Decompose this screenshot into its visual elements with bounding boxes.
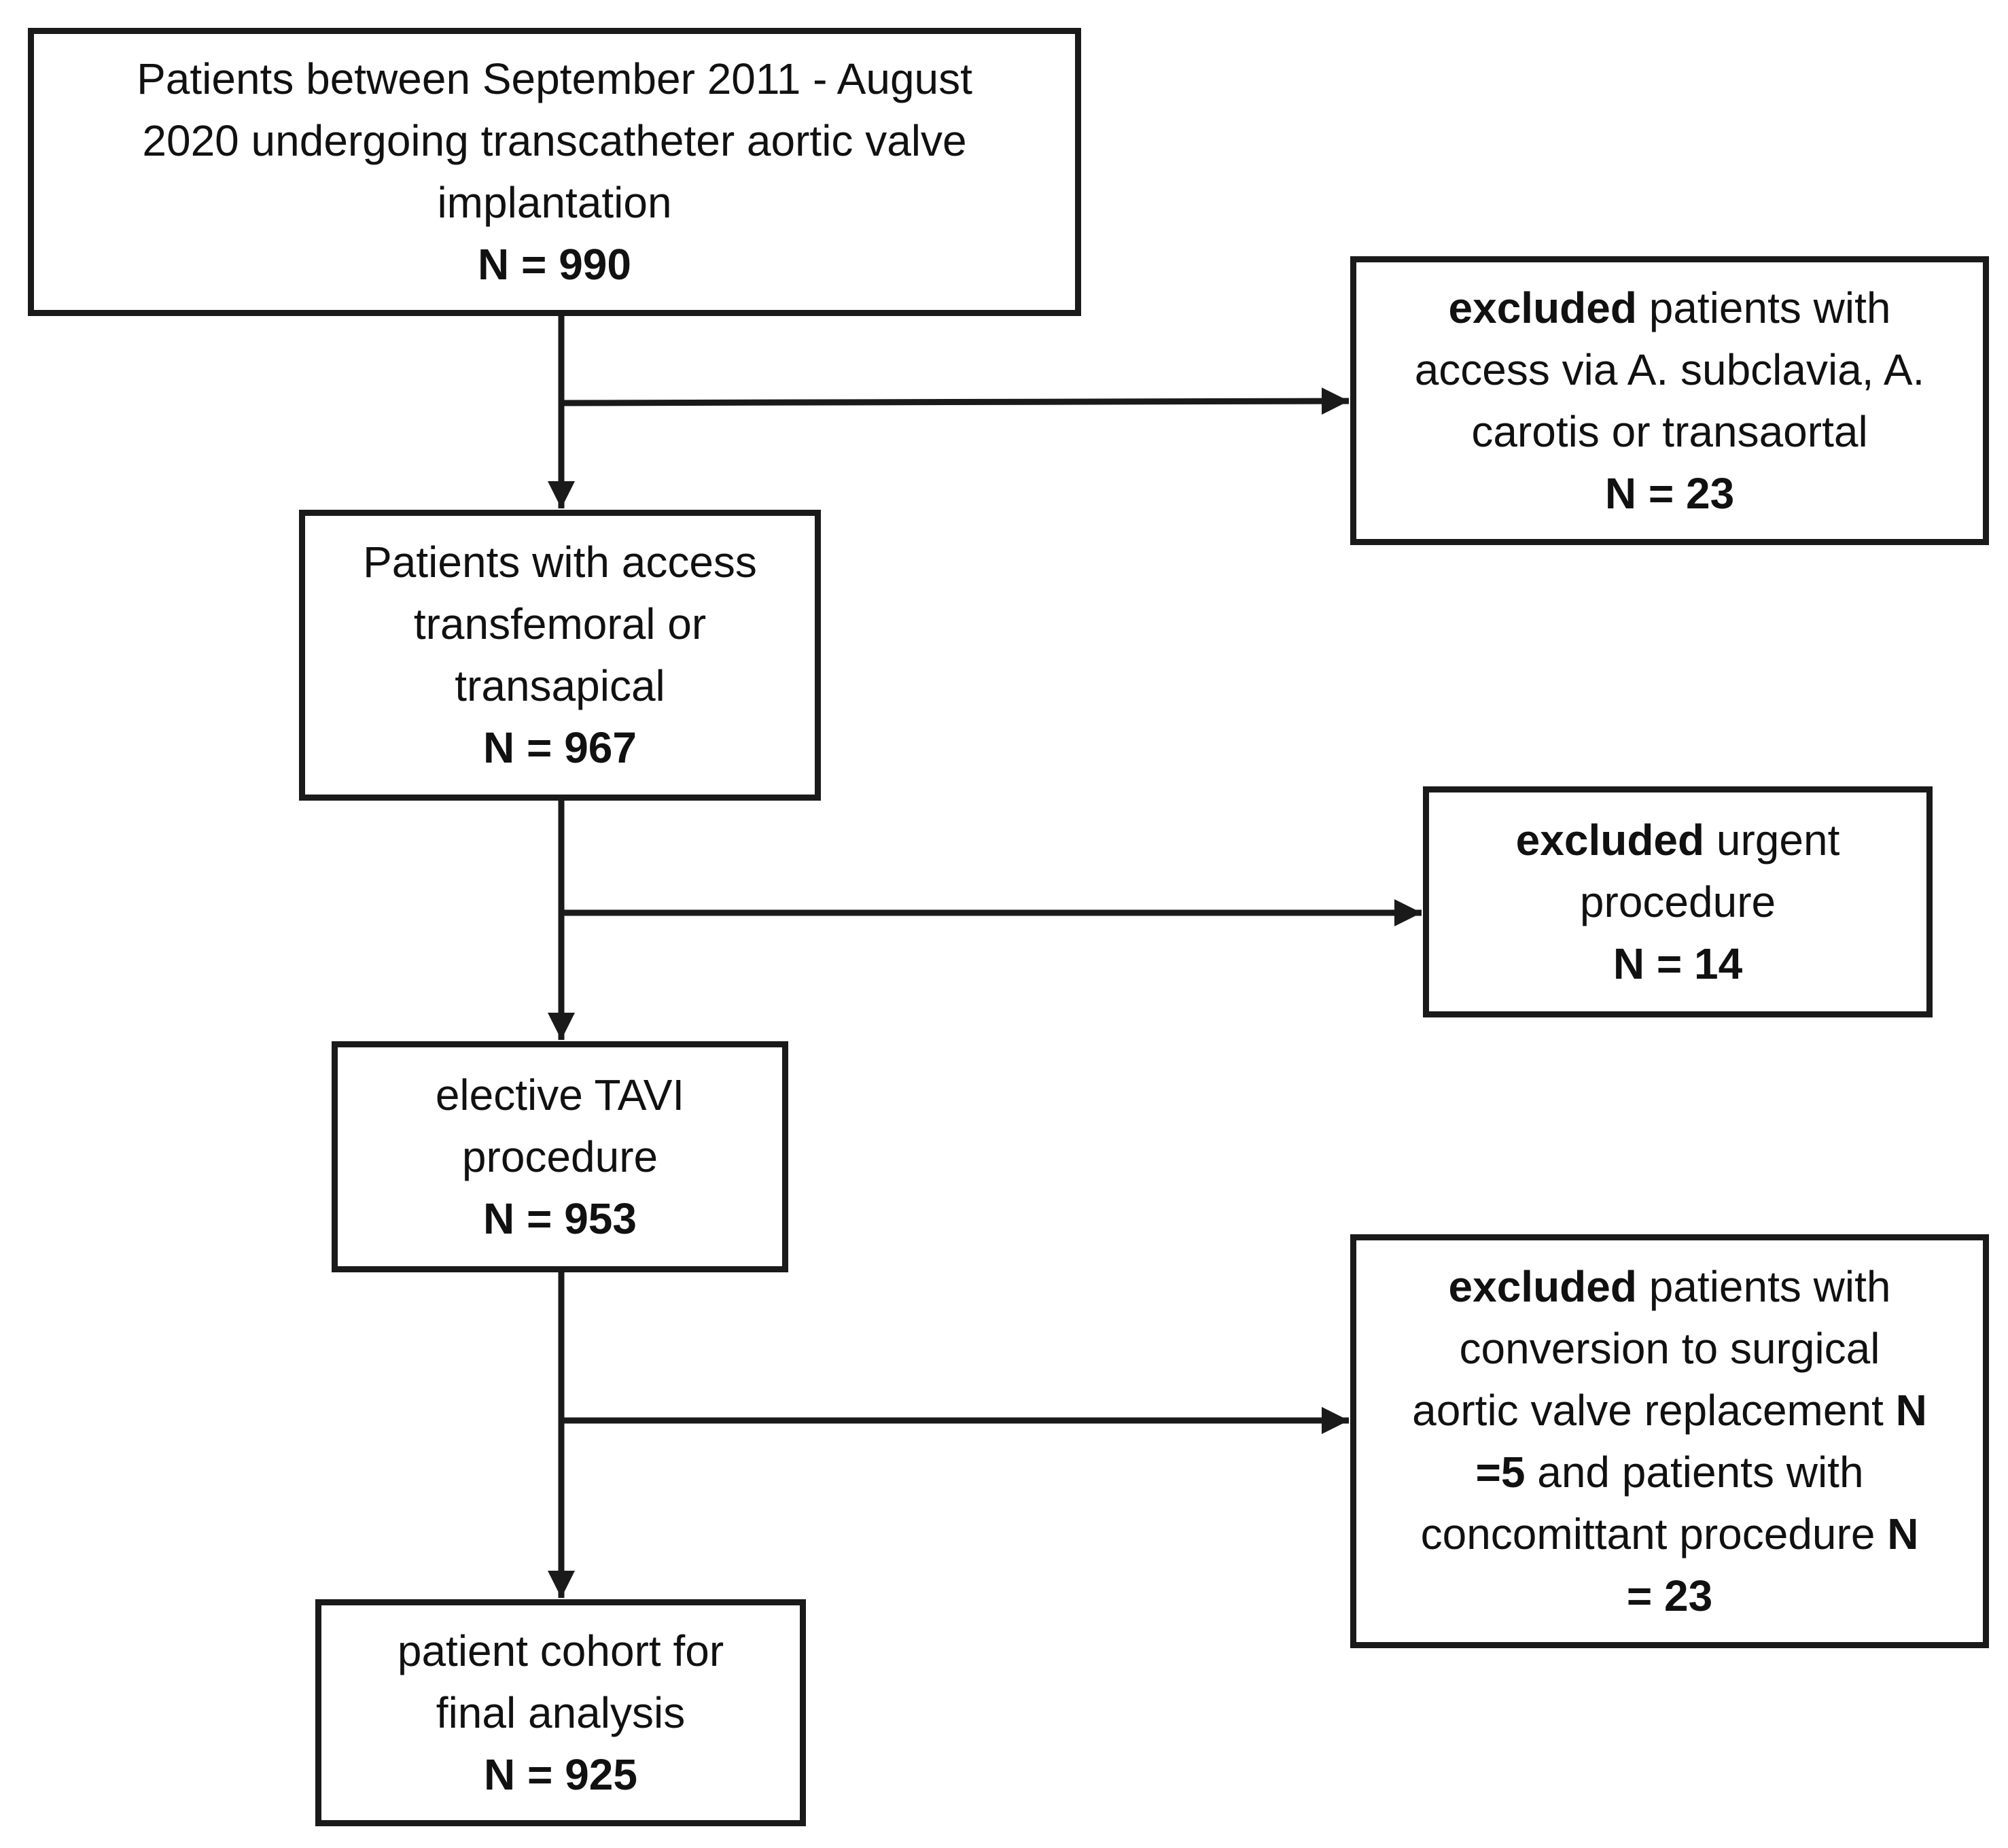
- box-text-line: conversion to surgical: [1459, 1323, 1880, 1373]
- box-text-line: access via A. subclavia, A.: [1414, 345, 1925, 394]
- box-count: N = 925: [484, 1749, 637, 1799]
- box-count: = 23: [1626, 1571, 1713, 1620]
- box-text-line: aortic valve replacement N: [1412, 1380, 1927, 1442]
- excluded-label: excluded: [1515, 815, 1705, 865]
- box-count: N = 967: [483, 723, 637, 772]
- box-text-line: transapical: [455, 661, 665, 710]
- box-count-fragment: N: [1895, 1385, 1927, 1435]
- box-text-line: excluded patients with: [1449, 277, 1891, 339]
- box-text-fragment: concomittant procedure: [1420, 1509, 1888, 1558]
- arrow-branch-1: [561, 387, 1350, 415]
- box-text-line: Patients with access: [363, 538, 757, 587]
- excluded-label: excluded: [1448, 283, 1637, 332]
- box-final-cohort: patient cohort for final analysis N = 92…: [315, 1599, 806, 1826]
- box-text-fragment: and patients with: [1525, 1447, 1864, 1497]
- box-text-fragment: urgent: [1704, 815, 1840, 865]
- box-text-fragment: aortic valve replacement: [1412, 1385, 1896, 1435]
- box-text-fragment: patients with: [1636, 1261, 1891, 1311]
- box-patients-total: Patients between September 2011 - August…: [28, 28, 1081, 316]
- box-text-line: excluded urgent: [1516, 809, 1840, 871]
- box-text-line: procedure: [461, 1132, 658, 1181]
- box-text-line: final analysis: [436, 1688, 686, 1737]
- box-excluded-access-route: excluded patients with access via A. sub…: [1350, 256, 1989, 545]
- box-count-fragment: N: [1887, 1509, 1919, 1558]
- box-elective-tavi: elective TAVI procedure N = 953: [332, 1041, 788, 1272]
- box-count: N = 23: [1604, 468, 1735, 518]
- box-text-line: 2020 undergoing transcatheter aortic val…: [142, 116, 967, 165]
- box-excluded-urgent: excluded urgent procedure N = 14: [1423, 786, 1933, 1017]
- box-count: N = 953: [483, 1193, 637, 1243]
- box-text-line: procedure: [1579, 877, 1776, 926]
- excluded-label: excluded: [1448, 1261, 1637, 1311]
- box-text-line: carotis or transaortal: [1471, 406, 1868, 456]
- box-access-transfemoral-transapical: Patients with access transfemoral or tra…: [299, 510, 821, 801]
- box-text-line: elective TAVI: [435, 1070, 685, 1119]
- box-text-line: transfemoral or: [413, 599, 707, 648]
- box-text-line: Patients between September 2011 - August: [137, 54, 972, 103]
- box-text-line: =5 and patients with: [1475, 1442, 1863, 1503]
- box-count-fragment: =5: [1475, 1447, 1526, 1497]
- box-text-line: implantation: [437, 178, 672, 227]
- box-excluded-conversion-concomitant: excluded patients with conversion to sur…: [1350, 1234, 1989, 1648]
- box-count: N = 990: [478, 240, 631, 289]
- box-text-line: patient cohort for: [397, 1626, 724, 1675]
- box-text-line: concomittant procedure N: [1421, 1503, 1919, 1565]
- box-text-line: excluded patients with: [1449, 1256, 1891, 1318]
- box-text-fragment: patients with: [1636, 283, 1891, 332]
- box-count: N = 14: [1613, 939, 1743, 988]
